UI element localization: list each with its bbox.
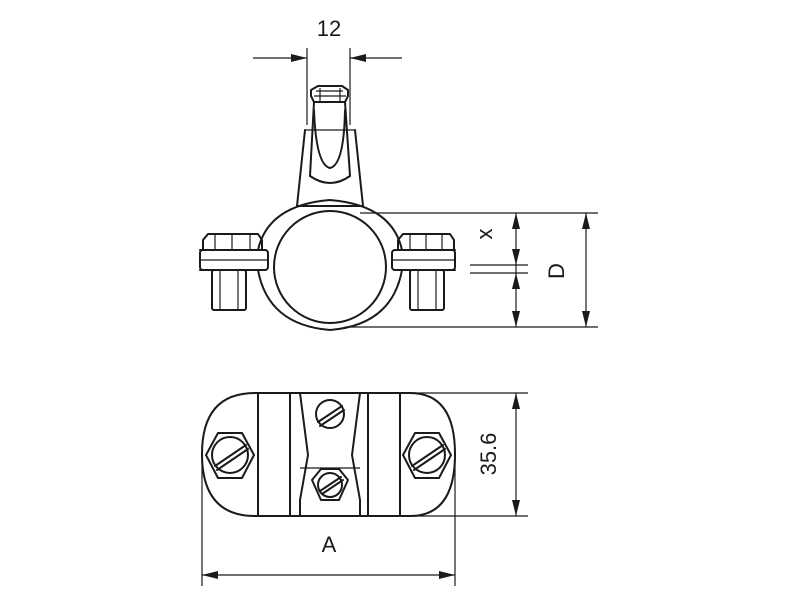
dimension-length-label: A xyxy=(322,532,337,557)
saddle-body xyxy=(296,129,364,207)
dimension-x-label: x xyxy=(472,229,497,240)
clamp-front-view xyxy=(199,85,456,331)
dimension-diameter: D xyxy=(345,213,598,328)
dimension-length: A xyxy=(201,455,456,586)
plan-left-bolt-head xyxy=(205,432,255,479)
plan-saddle xyxy=(299,392,361,517)
clamp-plan-view xyxy=(201,392,456,517)
plan-outline xyxy=(201,392,456,517)
left-bolt xyxy=(202,233,263,311)
plan-bottom-screw xyxy=(311,468,349,501)
ear-plates xyxy=(199,249,456,271)
dimension-width-label: 12 xyxy=(317,16,341,41)
dimension-diameter-label: D xyxy=(544,263,569,279)
dimension-height: 35.6 xyxy=(410,392,528,517)
dimension-height-label: 35.6 xyxy=(476,433,501,476)
center-screw xyxy=(309,85,351,184)
clamp-band xyxy=(199,199,456,331)
pipe-circle xyxy=(273,210,387,324)
right-bolt xyxy=(397,233,455,311)
dimension-x: x xyxy=(360,212,598,327)
dimension-width: 12 xyxy=(253,16,402,125)
plan-right-bolt-head xyxy=(402,432,452,479)
